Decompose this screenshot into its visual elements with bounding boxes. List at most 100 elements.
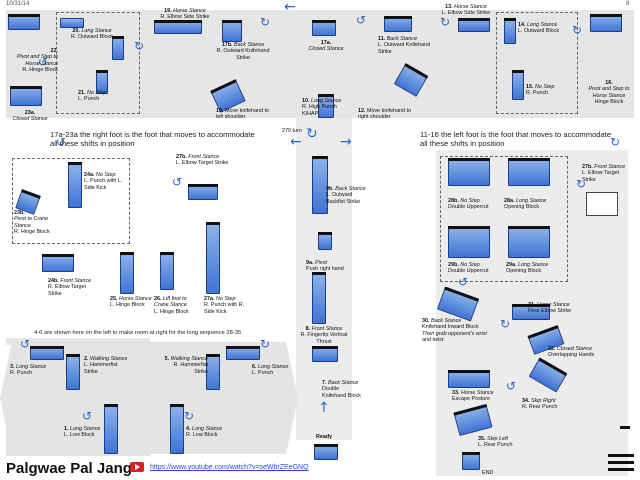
note-right: 11-16 the left foot is the foot that mov…: [420, 130, 612, 148]
note-left: 17a-23a the right foot is the foot that …: [50, 130, 255, 148]
curve-arrow-icon: ↻: [576, 177, 587, 191]
foot-5: [206, 354, 220, 390]
foot-27b-outline: [586, 192, 618, 216]
foot-24b: [42, 254, 74, 272]
top-right-band: [350, 10, 634, 118]
end-label: END: [482, 470, 494, 476]
foot-22: [8, 14, 40, 30]
foot-27b: [188, 184, 218, 200]
step-17a: 17a.Closed Stance: [308, 40, 344, 53]
bottom-left-chevron-2: [148, 342, 298, 454]
step-12: 12. Move knifehand to right shoulder: [358, 108, 412, 121]
foot-20-a: [60, 18, 84, 28]
foot-23a: [10, 86, 42, 106]
curve-arrow-icon: ↻: [440, 15, 451, 29]
group-box-28-29: [440, 156, 568, 282]
curve-arrow-icon: ↺: [82, 409, 93, 423]
foot-19: [154, 20, 202, 34]
top-center-band: [300, 10, 350, 118]
foot-31: [512, 304, 550, 320]
foot-10: [318, 94, 334, 118]
curve-arrow-icon: ↺: [458, 275, 469, 289]
step-23a: 23a.Closed Stance: [12, 110, 48, 123]
step-18: 18. Move knifehand to left shoulder: [216, 108, 270, 121]
curve-arrow-icon: ↺: [56, 135, 67, 149]
date-label: 10/31/14: [6, 1, 30, 7]
foot-28b: [448, 158, 490, 186]
foot-24a: [68, 162, 82, 208]
foot-29b: [448, 226, 490, 258]
up-arrow-icon: ↑: [318, 400, 330, 416]
video-link[interactable]: https://www.youtube.com/watch?v=seWbrZEe…: [150, 464, 309, 471]
left-arrow-icon: ←: [284, 0, 296, 15]
foot-26: [160, 252, 174, 290]
foot-1: [104, 404, 118, 454]
foot-7: [312, 346, 338, 362]
group-box-20-21: [56, 12, 140, 114]
curve-arrow-icon: ↻: [260, 15, 271, 29]
left-arrow-icon: ←: [290, 134, 302, 150]
foot-6: [226, 346, 260, 360]
youtube-icon[interactable]: [130, 462, 144, 472]
foot-15: [512, 70, 524, 100]
foot-17b: [222, 20, 242, 42]
foot-2: [66, 354, 80, 390]
diagram-title: Palgwae Pal Jang: [6, 460, 132, 477]
foot-8: [312, 272, 326, 324]
foot-ready: [314, 444, 338, 460]
page-number: 8: [626, 1, 630, 7]
group-box-14-15: [496, 12, 578, 114]
curve-arrow-icon: ↺: [356, 13, 367, 27]
note-bottom: 4-6 are shown here on the left to make r…: [34, 330, 242, 336]
foot-17a: [312, 20, 336, 36]
curve-arrow-icon: ↻: [260, 337, 271, 351]
right-arrow-icon: →: [340, 134, 352, 150]
foot-14: [504, 18, 516, 44]
curve-arrow-icon: ↺: [20, 337, 31, 351]
foot-33: [448, 370, 490, 388]
curve-arrow-icon: ↺: [506, 379, 517, 393]
foot-end: [462, 452, 480, 470]
foot-21: [96, 70, 108, 94]
foot-9a: [318, 232, 332, 250]
trigram-icon: [608, 426, 634, 471]
foot-16: [590, 14, 622, 32]
foot-9b: [312, 156, 328, 214]
curve-arrow-icon: ↻: [134, 39, 145, 53]
foot-25: [120, 252, 134, 294]
curve-arrow-icon: ↻: [610, 135, 621, 149]
foot-3: [30, 346, 64, 360]
